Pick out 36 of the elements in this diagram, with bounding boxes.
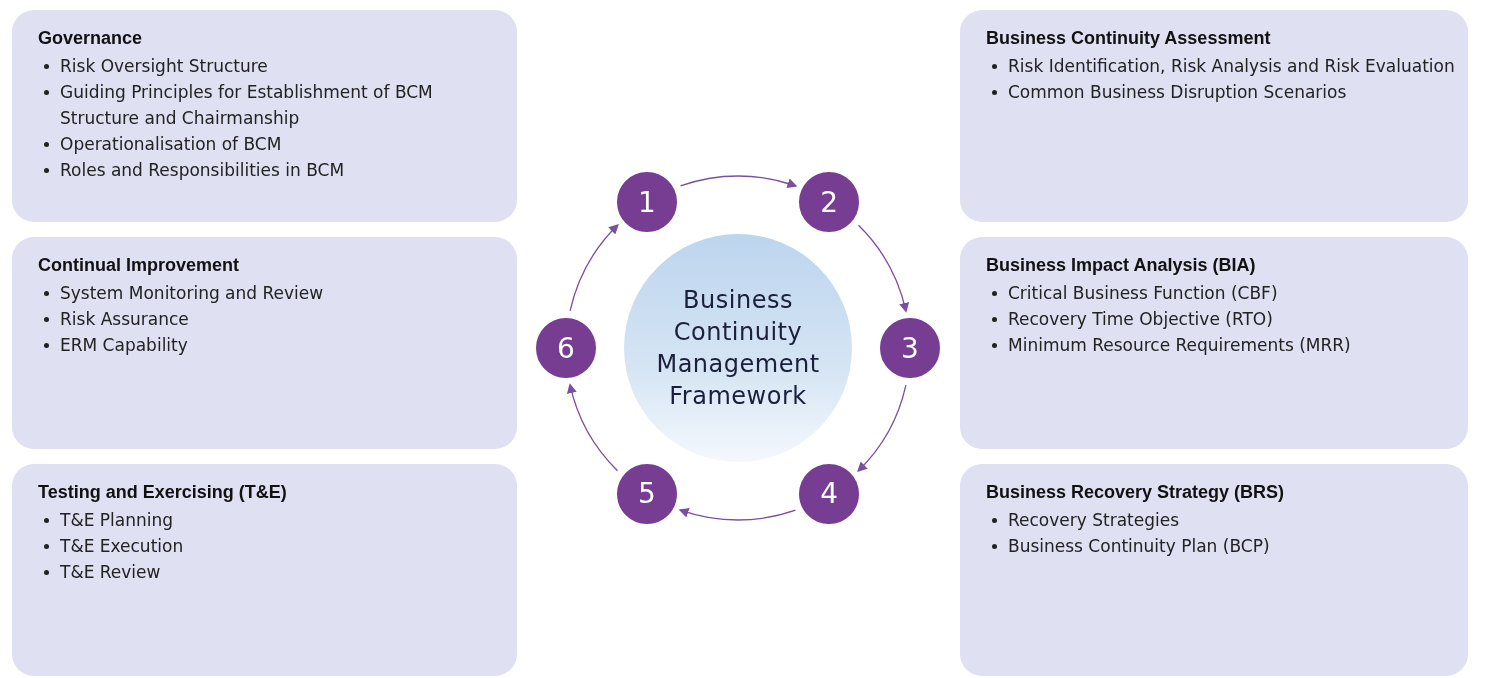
cycle-arrow — [679, 175, 798, 189]
topic-panel — [12, 464, 517, 676]
cycle-arrow — [857, 384, 907, 473]
cycle-arrow — [857, 224, 909, 313]
panel-heading: Governance — [38, 28, 143, 49]
bullet-item: System Monitoring and Review — [60, 283, 324, 303]
bullet-item: ERM Capability — [60, 335, 188, 355]
bullet-item: Minimum Resource Requirements (MRR) — [1008, 335, 1351, 355]
bullet-item: Operationalisation of BCM — [60, 134, 282, 154]
bullet-item: Recovery Strategies — [1008, 510, 1180, 530]
bullet-item: Common Business Disruption Scenarios — [1008, 82, 1347, 102]
topic-panel — [12, 237, 517, 449]
framework-title: Business Continuity Management Framework — [655, 285, 821, 412]
topic-panel — [12, 10, 517, 222]
bullet-item: T&E Execution — [60, 536, 184, 556]
bullet-item: Roles and Responsibilities in BCM — [60, 160, 345, 180]
bullet-item: Recovery Time Objective (RTO) — [1008, 309, 1273, 329]
panel-heading: Business Continuity Assessment — [986, 28, 1271, 49]
bullet-item: Guiding Principles for Establishment of BCM Structure and Chairmanship — [60, 82, 433, 128]
bullet-item: Risk Identification, Risk Analysis and Risk Evaluation — [1008, 56, 1455, 76]
cycle-arrow — [678, 507, 797, 521]
topic-panel — [960, 464, 1468, 676]
bullet-item: Business Continuity Plan (BCP) — [1008, 536, 1270, 556]
cycle-arrow — [567, 383, 619, 472]
topic-panel — [960, 237, 1468, 449]
panel-heading: Business Impact Analysis (BIA) — [986, 255, 1256, 276]
panel-heading: Testing and Exercising (T&E) — [38, 482, 287, 503]
panel-heading: Business Recovery Strategy (BRS) — [986, 482, 1285, 503]
bullet-item: T&E Review — [60, 562, 161, 582]
bullet-item: Critical Business Function (CBF) — [1008, 283, 1278, 303]
bullet-item: Risk Assurance — [60, 309, 189, 329]
panel-heading: Continual Improvement — [38, 255, 239, 276]
bullet-item: T&E Planning — [60, 510, 173, 530]
bullet-item: Risk Oversight Structure — [60, 56, 268, 76]
topic-panel — [960, 10, 1468, 222]
cycle-arrow — [569, 223, 619, 312]
